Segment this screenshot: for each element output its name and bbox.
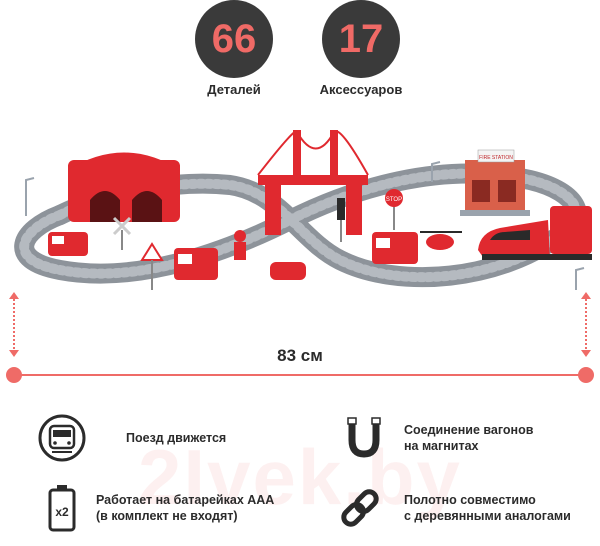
firefighter-figure (234, 230, 246, 260)
dimension-label: 83 см (277, 346, 323, 365)
tunnel (68, 152, 180, 222)
stat-accessories-value: 17 (322, 0, 400, 78)
train (478, 206, 592, 260)
fire-truck-left (48, 232, 88, 256)
stat-parts-value: 66 (195, 0, 273, 78)
stop-sign-label: STOP (386, 197, 402, 203)
dimension-tick-right (585, 296, 587, 352)
train-icon (36, 412, 88, 464)
dimension-arrow-up-right (581, 292, 591, 299)
warning-sign (140, 242, 164, 290)
dimension-dot-right (578, 367, 594, 383)
stat-parts-label: Деталей (207, 82, 261, 97)
toy-railway-image: FIRE STATION STOP (14, 130, 592, 290)
magnet-icon (338, 412, 390, 464)
stat-parts: 66 Деталей (184, 0, 284, 97)
feature-magnet: Соединение вагонов на магнитах (338, 412, 533, 464)
stat-accessories: 17 Аксессуаров (311, 0, 411, 97)
feature-compatibility-text-line1: Полотно совместимо (404, 493, 536, 507)
feature-compatibility-text-line2: с деревянными аналогами (404, 509, 571, 523)
helicopter (420, 231, 462, 250)
dimension-line (14, 374, 586, 376)
fire-truck-right (372, 232, 418, 264)
feature-magnet-text-line2: на магнитах (404, 439, 479, 453)
feature-battery-text-line2: (в комплект не входят) (96, 509, 238, 523)
battery-icon: x2 (36, 482, 88, 534)
street-lamps (25, 161, 585, 290)
traffic-light (337, 198, 345, 242)
battery-count-badge: x2 (55, 505, 69, 519)
fire-station: FIRE STATION (460, 149, 530, 216)
dimension-arrow-up-left (9, 292, 19, 299)
dimension-dot-left (6, 367, 22, 383)
dimension-arrow-down-right (581, 350, 591, 357)
stop-sign: STOP (385, 189, 403, 230)
fire-truck-center (174, 248, 218, 280)
watermark: 2Ivek.by (138, 433, 462, 521)
chain-link-icon (334, 482, 386, 534)
railroad-crossing-sign (112, 216, 132, 250)
station-sign: FIRE STATION (479, 155, 513, 161)
fire-car (270, 262, 306, 280)
feature-train-moves: Поезд движется (36, 412, 226, 464)
dimension-arrow-down-left (9, 350, 19, 357)
feature-compatibility: Полотно совместимо с деревянными аналога… (334, 482, 571, 534)
bridge (257, 130, 369, 235)
dimension-tick-left (13, 296, 15, 352)
feature-battery-text-line1: Работает на батарейках ААА (96, 493, 275, 507)
feature-battery: x2 Работает на батарейках ААА (в комплек… (36, 482, 274, 534)
feature-train-moves-text: Поезд движется (126, 431, 227, 445)
feature-magnet-text-line1: Соединение вагонов (404, 423, 534, 437)
stat-accessories-label: Аксессуаров (319, 82, 403, 97)
